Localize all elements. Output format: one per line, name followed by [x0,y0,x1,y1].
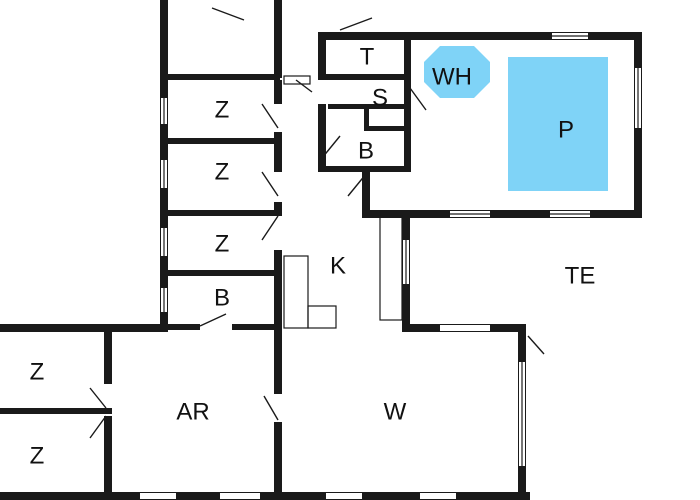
room-label-bedroom-1: Z [215,97,230,124]
pool-basin [508,57,608,191]
room-label-bedroom-5: Z [30,443,45,470]
room-label-bathroom-1: B [214,285,230,312]
water-heater-tank [424,46,490,98]
kitchen-counters [283,75,403,329]
door-swings [89,7,545,439]
room-label-water-heater: WH [432,64,472,91]
room-label-living: W [384,399,407,426]
room-label-pool: P [558,117,574,144]
room-label-toilet: T [360,44,375,71]
window-lines [163,35,639,466]
room-label-utility: AR [176,399,209,426]
room-label-bedroom-2: Z [215,159,230,186]
walls [0,0,642,500]
room-label-kitchen: K [330,253,346,280]
room-label-terrace: TE [565,263,596,290]
room-label-bedroom-4: Z [30,359,45,386]
room-label-bathroom-2: B [358,138,374,165]
room-label-bedroom-3: Z [215,231,230,258]
room-label-sauna: S [372,85,388,112]
